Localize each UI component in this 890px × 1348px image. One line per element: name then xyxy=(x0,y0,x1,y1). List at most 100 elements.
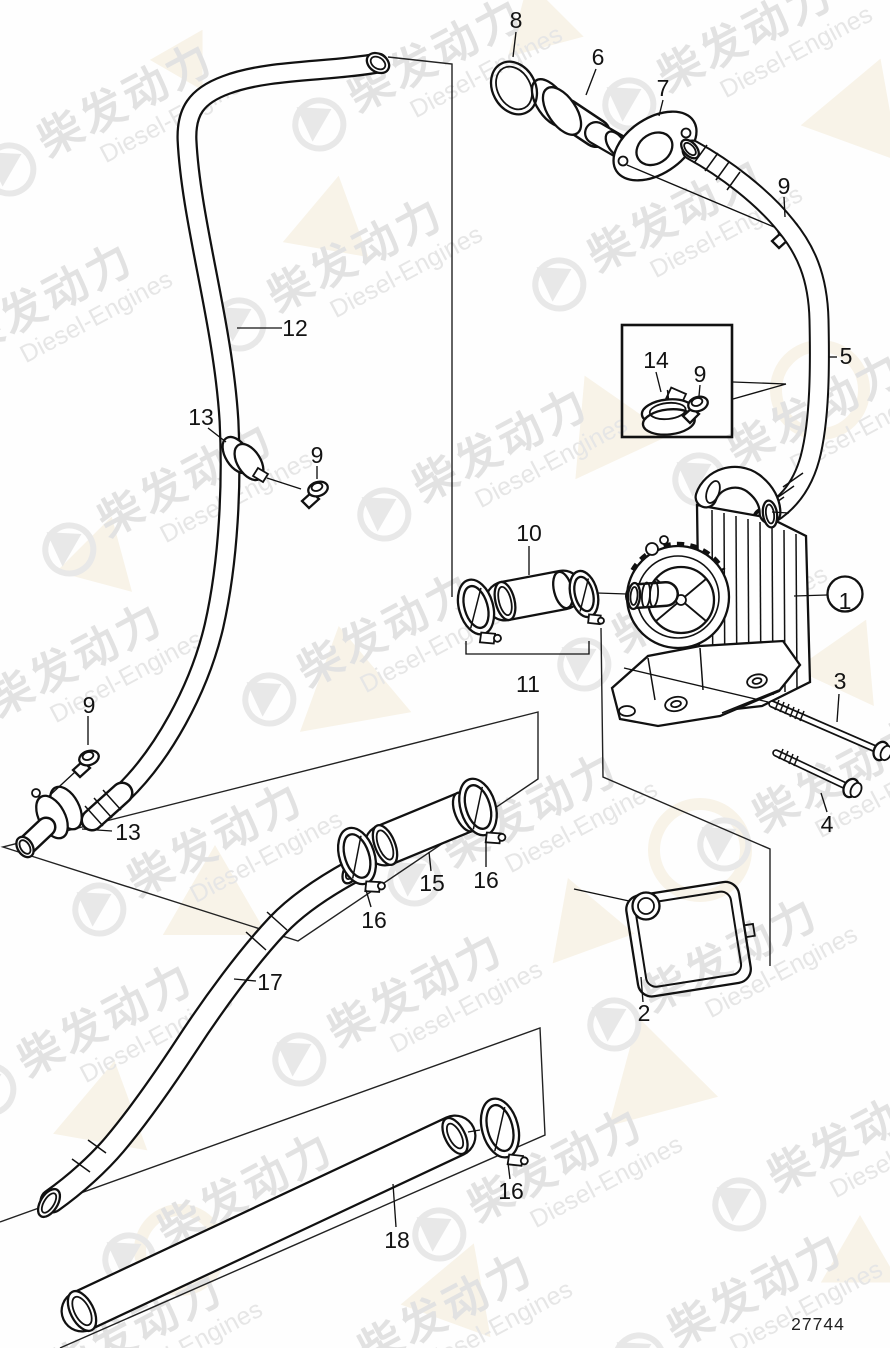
clamp-right-of-hose-10 xyxy=(568,569,605,626)
bolt-4 xyxy=(772,748,863,799)
watermark-logo-triangle-icon xyxy=(416,1217,452,1252)
watermark-logo-triangle-icon xyxy=(76,892,112,927)
watermark-logo-triangle-icon xyxy=(606,87,642,122)
bolt-3 xyxy=(768,699,890,762)
callout-1: 1 xyxy=(839,588,852,614)
watermark-logo-triangle-icon xyxy=(561,647,597,682)
watermark-logo-triangle-icon xyxy=(296,107,332,142)
watermark-logo-icon xyxy=(712,1177,767,1232)
panel-outlines xyxy=(0,56,771,1348)
inset-detail-box xyxy=(620,323,787,439)
callout-4: 4 xyxy=(821,811,834,837)
callout-13-lower: 13 xyxy=(115,819,141,845)
callout-9-inset: 9 xyxy=(694,361,707,387)
callout-9-top-right: 9 xyxy=(778,173,791,199)
callout-16-left: 16 xyxy=(361,907,387,933)
watermark-cream-triangle xyxy=(795,619,874,707)
callout-3: 3 xyxy=(834,668,847,694)
callout-9-mid-left: 9 xyxy=(311,442,324,468)
inset-pointer-line xyxy=(732,381,787,385)
pipe-12 xyxy=(80,51,391,832)
bracket-11 xyxy=(465,641,590,655)
gasket-2 xyxy=(625,880,756,998)
callout-8: 8 xyxy=(510,7,523,33)
watermark-logo-triangle-icon xyxy=(361,497,397,532)
o-ring-8 xyxy=(489,60,539,116)
inset-pointer-line xyxy=(732,383,787,400)
watermark-logo-triangle-icon xyxy=(591,1007,627,1042)
part-7-flange xyxy=(612,110,698,182)
callout-12: 12 xyxy=(282,315,308,341)
watermark-logo-icon xyxy=(272,1032,327,1087)
watermark-logo-icon xyxy=(0,1062,17,1117)
callout-16-mid: 16 xyxy=(473,867,499,893)
watermark-logo-icon xyxy=(42,522,97,577)
callout-2: 2 xyxy=(638,1000,651,1026)
hose-10-assembly xyxy=(456,569,605,655)
watermark-logo-icon xyxy=(0,142,37,197)
watermark-cream-triangle xyxy=(820,1215,890,1283)
watermark-logo-triangle-icon xyxy=(676,462,712,497)
watermark-logo-icon xyxy=(412,1207,467,1262)
callout-11: 11 xyxy=(516,671,540,697)
watermark-cream-triangle xyxy=(508,0,584,57)
watermark-logo-icon xyxy=(587,997,642,1052)
watermark-logo-triangle-icon xyxy=(536,267,572,302)
inset-box-border xyxy=(620,323,734,439)
leader-lines xyxy=(81,31,840,1228)
bolt-9-inset xyxy=(681,395,709,425)
panel-outline-top-left xyxy=(387,56,453,597)
clamp-16-mid xyxy=(458,777,507,845)
callout-14: 14 xyxy=(643,347,669,373)
clamp-16-left xyxy=(336,826,386,893)
panel-outline-engine xyxy=(600,627,771,966)
clamp-13-upper xyxy=(221,435,302,490)
watermark-logo-icon xyxy=(697,817,752,872)
callout-16-bottom: 16 xyxy=(498,1178,524,1204)
callout-18: 18 xyxy=(384,1227,410,1253)
clamp-13-lower xyxy=(15,785,83,859)
callout-15: 15 xyxy=(419,870,445,896)
callout-9-bottom-left: 9 xyxy=(83,692,96,718)
watermark-logo-icon xyxy=(557,637,612,692)
watermark-logo-triangle-icon xyxy=(701,827,737,862)
watermark-cream-triangle xyxy=(400,1243,491,1338)
drawing-number: 27744 xyxy=(791,1314,845,1334)
callout-6: 6 xyxy=(592,44,605,70)
watermark-logo-triangle-icon xyxy=(716,1187,752,1222)
watermark-cream-triangle xyxy=(162,845,268,935)
callout-10: 10 xyxy=(516,520,542,546)
watermark-logo-icon xyxy=(532,257,587,312)
watermark-logo-triangle-icon xyxy=(276,1042,312,1077)
watermark-cream-triangle xyxy=(800,58,890,162)
watermark-cream-triangle xyxy=(608,1017,719,1127)
bolt-9-bottom-left xyxy=(47,749,100,798)
panel-outline-bottom xyxy=(0,1027,546,1348)
watermark-cream-triangle xyxy=(149,29,203,91)
hose-17 xyxy=(36,855,366,1219)
callout-5: 5 xyxy=(840,343,853,369)
engine-assembly xyxy=(610,465,812,728)
callout-circle-1 xyxy=(826,575,864,613)
parts-drawing xyxy=(15,51,890,1333)
watermark-logo-icon xyxy=(242,672,297,727)
watermark-logo-icon xyxy=(612,1332,667,1348)
watermark-cream-triangle xyxy=(552,878,635,964)
watermark-logo-triangle-icon xyxy=(106,1242,142,1277)
watermark-logo-icon xyxy=(357,487,412,542)
callout-17: 17 xyxy=(257,969,283,995)
watermark-logo-icon xyxy=(292,97,347,152)
watermark-cream-triangle xyxy=(299,625,412,732)
bolt-9-mid-left xyxy=(300,480,329,510)
